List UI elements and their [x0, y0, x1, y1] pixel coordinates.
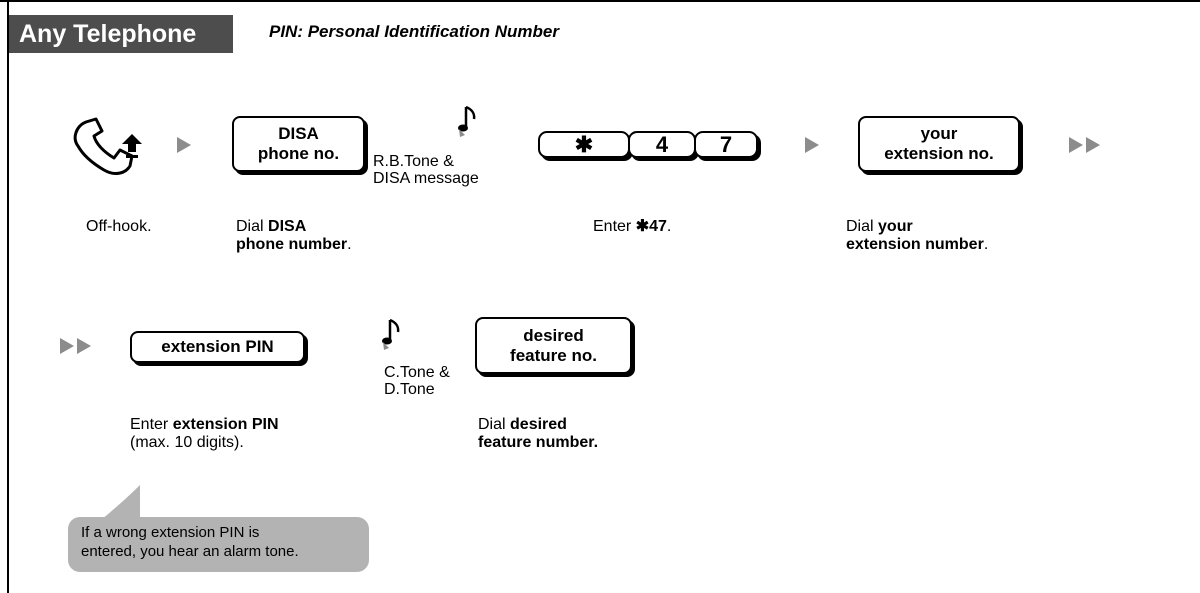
- continue-arrow-1: [1069, 137, 1083, 153]
- continue-arrow-1: [60, 338, 74, 354]
- ext-box-line2: extension no.: [884, 144, 994, 163]
- section-subtitle: PIN: Personal Identification Number: [269, 22, 559, 41]
- disa-box-line1: DISA: [278, 124, 319, 143]
- music-note-icon: [382, 318, 400, 350]
- key-7: 7: [694, 131, 758, 158]
- note-bubble-tail: [95, 485, 140, 525]
- note-bubble: If a wrong extension PIN is entered, you…: [68, 517, 369, 572]
- note-line1: If a wrong extension PIN is: [81, 524, 260, 541]
- continue-arrow-2: [1086, 137, 1100, 153]
- feature-box-line2: feature no.: [510, 345, 597, 365]
- off-hook-handset-icon: [73, 117, 142, 175]
- extension-pin-box: extension PIN: [130, 331, 305, 363]
- ext-box-line1: your: [920, 124, 958, 143]
- music-note-icon: [458, 105, 476, 137]
- disa-box-line2: phone no.: [257, 144, 340, 163]
- next-step-arrow: [805, 137, 819, 153]
- key-4: 4: [628, 131, 696, 158]
- feature-box-line1: desired: [523, 325, 584, 345]
- section-header: Any Telephone: [9, 15, 233, 53]
- tone2-label-line1: C.Tone &: [384, 364, 450, 381]
- frame-left-border: [7, 0, 9, 593]
- caption-off-hook: Off-hook.: [86, 218, 152, 235]
- note-line2: entered, you hear an alarm tone.: [81, 543, 299, 560]
- caption-enter-extension-pin: Enter extension PIN(max. 10 digits).: [130, 416, 279, 451]
- tone2-label-line2: D.Tone: [384, 381, 435, 398]
- caption-enter-star47: Enter ✱47.: [593, 218, 672, 235]
- tone1-label-line2: DISA message: [373, 170, 479, 187]
- continue-arrow-2: [77, 338, 91, 354]
- next-step-arrow: [177, 137, 191, 153]
- key-star: ✱: [538, 131, 630, 158]
- tone1-label-line1: R.B.Tone &: [373, 153, 454, 170]
- frame-top-border: [0, 0, 1200, 2]
